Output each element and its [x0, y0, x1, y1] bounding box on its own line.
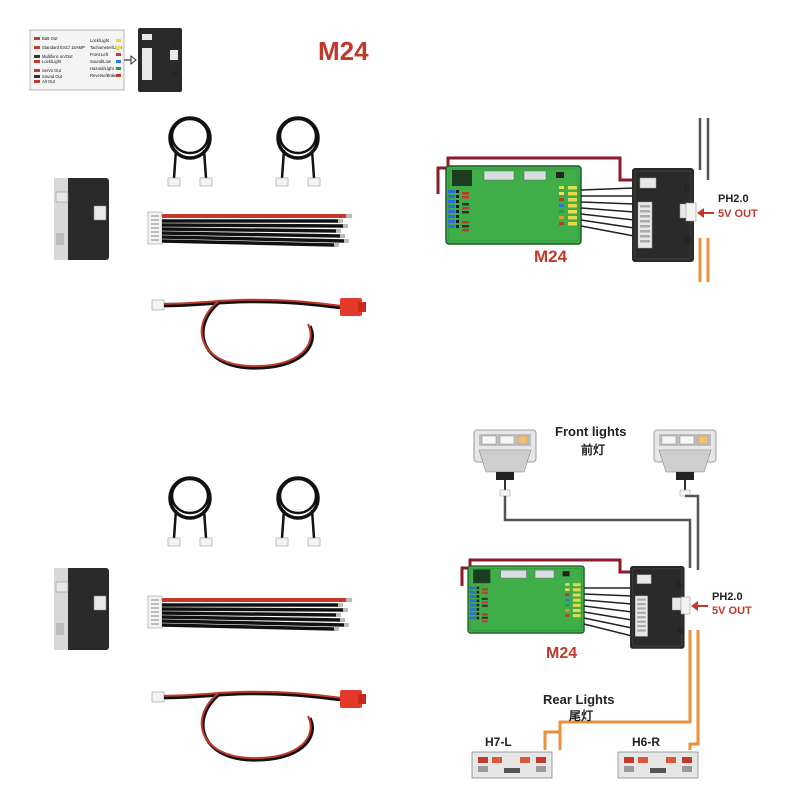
- front-light-right: [653, 429, 717, 497]
- rear-left-label: H7-L: [485, 735, 512, 749]
- converter-box-part: [53, 567, 110, 651]
- wire-gray: [503, 496, 692, 568]
- rear-lights-label: Rear Lights: [543, 692, 615, 707]
- wire-maroon: [436, 166, 448, 194]
- output-arrow-icon: [691, 601, 708, 611]
- wire-gray: [685, 494, 700, 570]
- thumb-label-left: Multifunc on/Out: [42, 54, 73, 59]
- thumbnail-left-labels: Batt Out Standard ESC/ 15AMP Multifunc o…: [42, 36, 85, 84]
- connector-type-label: PH2.0: [718, 193, 749, 205]
- ph-cable-coil: [166, 476, 214, 548]
- output-arrow-icon: [697, 208, 714, 218]
- connector-type-label: PH2.0: [712, 591, 743, 603]
- bottom-parts-group: [53, 476, 368, 762]
- box-label-L: L: [684, 181, 691, 193]
- thumbnail-card: [29, 29, 125, 91]
- front-lights-cn-label: 前灯: [581, 442, 605, 457]
- module-label: M24: [534, 247, 568, 266]
- module-label: M24: [546, 645, 577, 662]
- thumbnail-arrow-icon: [124, 54, 137, 66]
- thumb-label-left: Batt Out: [42, 36, 58, 41]
- rear-light-right: [617, 751, 699, 779]
- output-voltage-label: 5V OUT: [718, 208, 758, 220]
- ph-connector: [680, 596, 691, 615]
- ph-cable-coil: [274, 476, 322, 548]
- thumb-box-label-R: R: [173, 70, 178, 77]
- ph-connector: [685, 202, 697, 222]
- box-label-R: R: [684, 235, 692, 247]
- box-label-R: R: [677, 626, 685, 637]
- lighting-harness: [146, 210, 354, 249]
- front-light-left: [473, 429, 537, 497]
- top-parts-group: [53, 116, 368, 370]
- converter-box-part: [53, 177, 110, 261]
- thumb-label-right: Tachometer/Light: [90, 45, 123, 50]
- box-label-L: L: [677, 578, 683, 589]
- thumb-box-label-L: L: [173, 40, 178, 47]
- rear-lights-cn-label: 尾灯: [569, 708, 593, 723]
- m24-pcb-board: [467, 565, 585, 634]
- output-voltage-label: 5V OUT: [712, 605, 752, 617]
- jst-power-lead: [150, 296, 368, 370]
- thumb-label-right: Hazard/Light: [90, 66, 115, 71]
- ph-cable-coil: [274, 116, 322, 188]
- lighting-harness: [146, 594, 354, 633]
- thumbnail-right-labels: Lock/Light Tachometer/Light Front Left S…: [90, 38, 123, 78]
- thumb-label-left: Sound Out: [42, 74, 63, 79]
- thumb-label-right: Reverse/Brake: [90, 73, 118, 78]
- m24-pcb-board: [445, 165, 582, 245]
- wire-bundle: [580, 187, 635, 237]
- bottom-wiring-panel: Front lights 前灯 L R PH: [460, 424, 752, 779]
- front-lights-label: Front lights: [555, 424, 627, 439]
- wire-maroon: [460, 566, 470, 586]
- thumb-label-right: Lock/Light: [90, 38, 110, 43]
- thumb-label-left: Standard ESC/ 15AMP: [42, 45, 85, 50]
- rear-light-left: [471, 751, 553, 779]
- thumbnail-diagram: Batt Out Standard ESC/ 15AMP Multifunc o…: [29, 28, 182, 92]
- wire-bundle: [583, 587, 633, 637]
- wire-orange: [558, 630, 692, 750]
- wire-orange: [543, 730, 560, 750]
- ph-cable-coil: [166, 116, 214, 188]
- thumbnail-color-swatches: [34, 37, 40, 83]
- thumb-label-right: Front Left: [90, 52, 109, 57]
- wire-orange: [688, 630, 700, 750]
- top-wiring-panel: L R PH2.0 5V OUT M24: [436, 118, 758, 282]
- thumbnail-right-swatches: [116, 39, 121, 77]
- rear-right-label: H6-R: [632, 735, 660, 749]
- thumb-label-left: Servo Out: [42, 68, 62, 73]
- thumbnail-converter-box: L R: [138, 28, 182, 92]
- jst-power-lead: [150, 688, 368, 762]
- page-title: M24: [318, 36, 369, 66]
- thumb-label-left: Alt Out: [42, 79, 56, 84]
- thumb-label-right: Sound/Low: [90, 59, 112, 64]
- thumb-label-left: Lock/Light: [42, 59, 62, 64]
